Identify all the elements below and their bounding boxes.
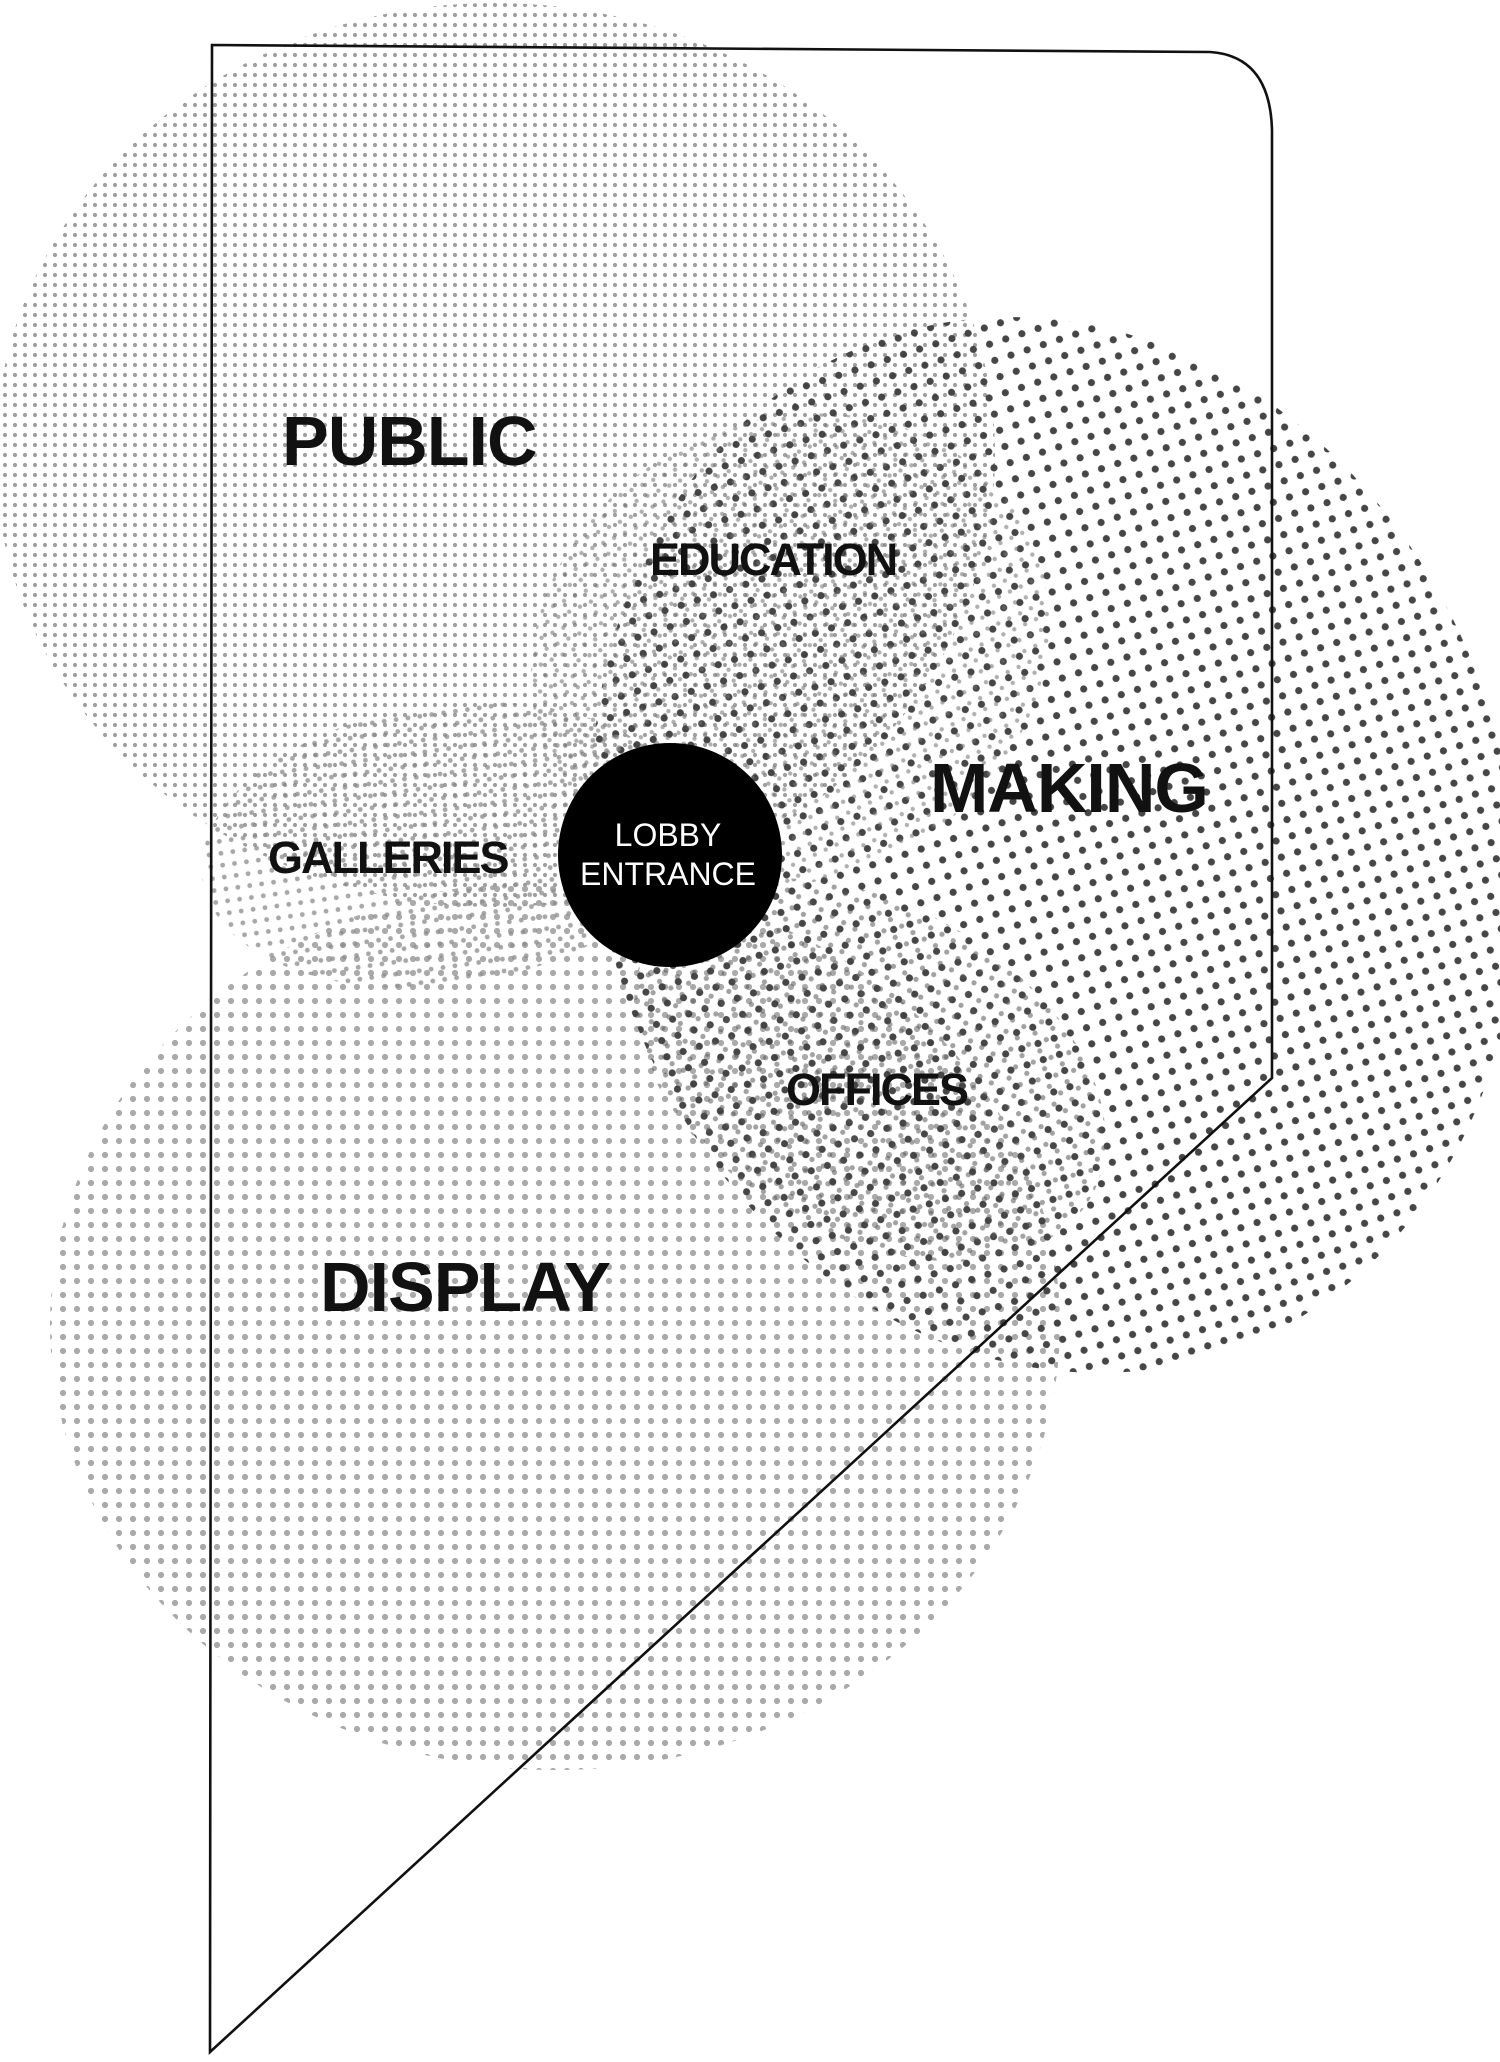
making-zone-label: MAKING (930, 749, 1208, 827)
offices-space-bubble (634, 878, 1106, 1262)
hub-label-line1: LOBBY (615, 817, 722, 853)
hub-label-line2: ENTRANCE (580, 856, 756, 892)
education-space-label: EDUCATION (650, 534, 896, 585)
lobby-entrance-hub (558, 743, 782, 967)
offices-space-label: OFFICES (786, 1064, 968, 1115)
public-zone-label: PUBLIC (282, 402, 537, 480)
site-boundary-outline (208, 43, 1274, 2055)
display-zone-label: DISPLAY (320, 1248, 610, 1326)
galleries-space-label: GALLERIES (268, 832, 509, 883)
